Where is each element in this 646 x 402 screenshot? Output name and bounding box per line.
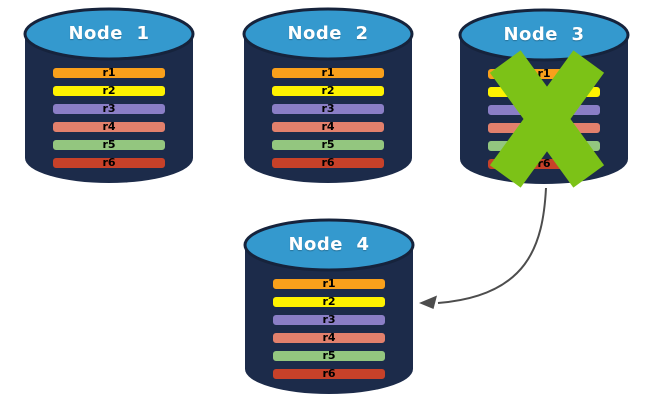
x-stroke xyxy=(489,50,605,188)
row-r4: r4 xyxy=(270,120,386,134)
row-r4: r4 xyxy=(51,120,167,134)
row-r2: r2 xyxy=(270,84,386,98)
row-r3: r3 xyxy=(270,102,386,116)
arrow-head-icon xyxy=(419,295,437,309)
row-r2: r2 xyxy=(271,295,387,309)
row-r6: r6 xyxy=(270,156,386,170)
row-r6: r6 xyxy=(271,367,387,381)
node-1: Node 1 r1 r2 r3 r4 r5 r6 xyxy=(23,7,195,185)
node-2: Node 2 r1 r2 r3 r4 r5 r6 xyxy=(242,7,414,185)
row-r6: r6 xyxy=(51,156,167,170)
row-stack: r1 r2 r3 r4 r5 r6 xyxy=(270,66,386,170)
cylinder-top xyxy=(242,7,414,61)
node-4: Node 4 r1 r2 r3 r4 r5 r6 xyxy=(243,218,415,396)
node-3: Node 3 r1 r2 r3 r4 r5 r6 xyxy=(458,8,630,188)
failure-x-icon xyxy=(489,50,605,188)
row-r3: r3 xyxy=(51,102,167,116)
cylinder-top xyxy=(243,218,415,272)
row-r4: r4 xyxy=(271,331,387,345)
row-r5: r5 xyxy=(51,138,167,152)
cylinder-top xyxy=(458,8,630,62)
node-label: Node 1 xyxy=(68,23,150,44)
row-stack: r1 r2 r3 r4 r5 r6 xyxy=(51,66,167,170)
cylinder-top xyxy=(23,7,195,61)
node-label: Node 2 xyxy=(287,23,369,44)
row-r1: r1 xyxy=(271,277,387,291)
row-r2: r2 xyxy=(51,84,167,98)
row-r5: r5 xyxy=(270,138,386,152)
row-r1: r1 xyxy=(270,66,386,80)
row-r1: r1 xyxy=(51,66,167,80)
row-stack: r1 r2 r3 r4 r5 r6 xyxy=(271,277,387,381)
row-r3: r3 xyxy=(271,313,387,327)
row-r5: r5 xyxy=(271,349,387,363)
node-label: Node 4 xyxy=(288,234,370,255)
arrow-shaft xyxy=(437,187,547,304)
node-label: Node 3 xyxy=(503,24,585,45)
